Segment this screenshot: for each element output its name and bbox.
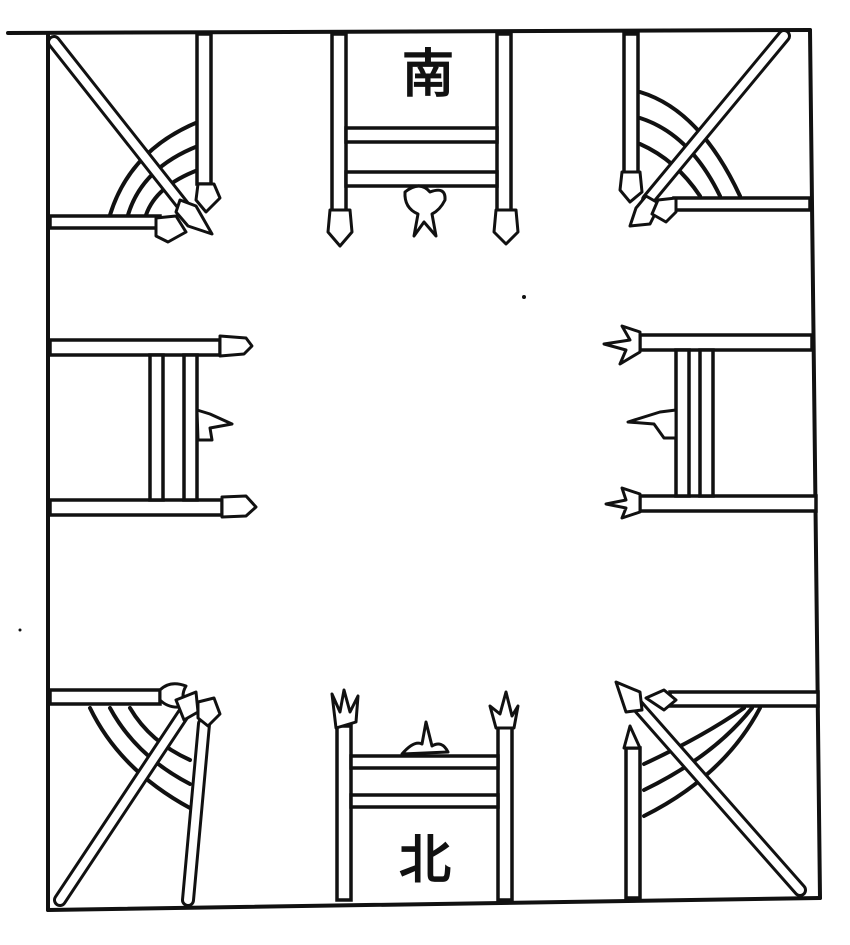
spear-head-icon — [614, 680, 644, 714]
trident-head-icon — [604, 486, 642, 520]
bottom-center-rack: 北 — [330, 688, 520, 902]
speck — [522, 295, 526, 299]
spear-head-icon — [492, 208, 520, 246]
spear-head-icon — [622, 724, 642, 750]
direction-label-north: 北 — [399, 830, 451, 891]
ornament-icon — [626, 408, 678, 440]
spear-head-icon — [174, 198, 214, 236]
diagram-border — [6, 28, 822, 912]
spear-head-icon — [644, 688, 678, 712]
ornament-icon — [195, 408, 234, 442]
speck — [18, 628, 22, 632]
left-middle-rack — [48, 334, 258, 519]
spear-head-icon — [650, 196, 678, 224]
top-left-corner-rack — [47, 32, 222, 244]
ornament-icon — [400, 720, 450, 756]
top-center-rack: 南 — [326, 32, 520, 248]
bottom-left-corner-rack — [48, 682, 222, 907]
spear-head-icon — [196, 696, 222, 728]
direction-label-south: 南 — [402, 44, 454, 105]
trident-head-icon — [330, 688, 360, 730]
right-middle-rack — [602, 324, 818, 520]
trident-head-icon — [488, 690, 520, 730]
bottom-right-corner-rack — [614, 680, 820, 900]
spear-head-icon — [220, 494, 258, 519]
spear-head-icon — [218, 334, 254, 358]
ornament-icon — [403, 184, 447, 238]
spear-head-icon — [326, 208, 354, 248]
spear-head-icon — [618, 170, 644, 204]
spear-head-icon — [194, 182, 222, 214]
spear-head-icon — [154, 214, 188, 244]
top-right-corner-rack — [618, 29, 812, 228]
trident-head-icon — [602, 324, 642, 366]
